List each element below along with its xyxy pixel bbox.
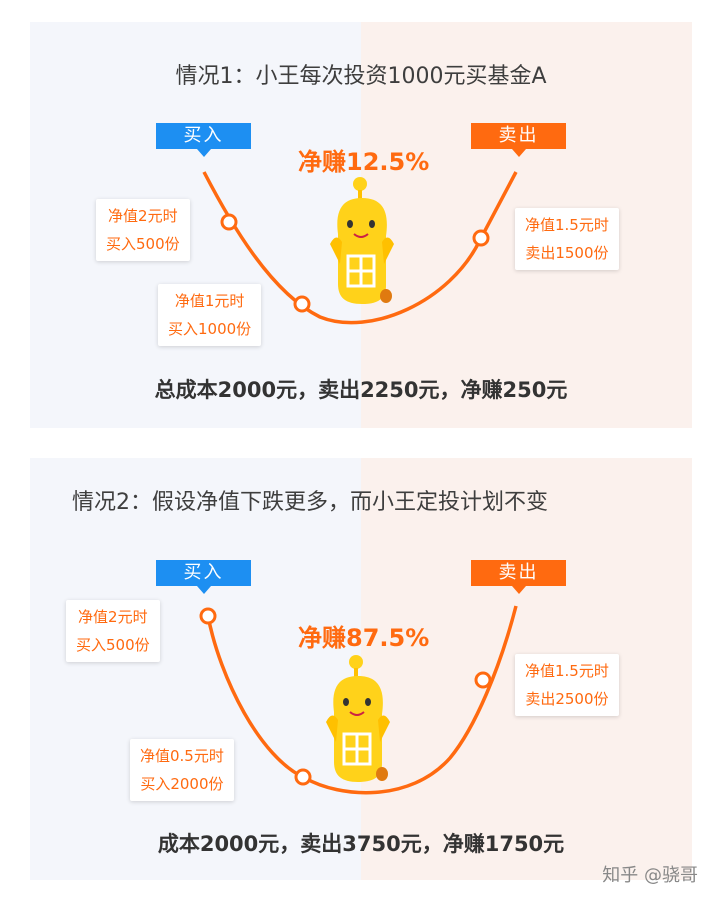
curve-point-3 [472,229,490,247]
callout-line: 净值1元时 [174,292,245,310]
mascot-icon [330,177,394,304]
curve-point-3 [474,671,492,689]
callout-buy-1: 净值2元时 买入500份 [66,600,160,662]
curve-point-1 [199,607,217,625]
scenario-2-summary: 成本2000元，卖出3750元，净赚1750元 [157,832,565,856]
profit-label: 净赚12.5% [298,148,430,176]
callout-sell: 净值1.5元时 卖出2500份 [515,654,619,716]
sell-tag: 卖出 [471,560,566,594]
profit-label: 净赚87.5% [298,624,430,652]
curve-point-2 [293,295,311,313]
buy-tag: 买入 [156,560,251,594]
callout-line: 买入1000份 [168,320,252,338]
callout-line: 净值2元时 [108,207,178,225]
scenario-2-panel: 情况2：假设净值下跌更多，而小王定投计划不变 买入 卖出 净赚87.5% 净值2… [30,458,692,880]
callout-buy-2: 净值1元时 买入1000份 [158,284,262,346]
callout-buy-2: 净值0.5元时 买入2000份 [130,739,234,801]
scenario-1-panel: 情况1：小王每次投资1000元买基金A 买入 卖出 净赚12.5% 净值2元时 … [30,22,692,428]
scenario-1-summary: 总成本2000元，卖出2250元，净赚250元 [154,378,568,402]
scenario-1-curve [202,171,518,325]
callout-line: 买入500份 [76,636,150,654]
callout-line: 买入2000份 [140,775,224,793]
curve-point-1 [220,213,238,231]
callout-line: 卖出1500份 [525,244,609,262]
callout-buy-1: 净值2元时 买入500份 [96,199,190,261]
mascot-icon [326,655,390,782]
scenario-2-curve [199,605,518,795]
callout-line: 买入500份 [106,235,180,253]
callout-line: 净值1.5元时 [525,662,609,680]
callout-line: 净值2元时 [78,608,148,626]
scenario-1-title: 情况1：小王每次投资1000元买基金A [175,64,547,89]
callout-line: 卖出2500份 [525,690,609,708]
callout-line: 净值1.5元时 [525,216,609,234]
callout-sell: 净值1.5元时 卖出1500份 [515,208,619,270]
callout-line: 净值0.5元时 [140,747,224,765]
curve-point-2 [294,768,312,786]
scenario-2-title: 情况2：假设净值下跌更多，而小王定投计划不变 [72,490,548,515]
zhihu-watermark: 知乎 @骁哥 [602,865,698,886]
buy-tag: 买入 [156,123,251,157]
sell-tag: 卖出 [471,123,566,157]
